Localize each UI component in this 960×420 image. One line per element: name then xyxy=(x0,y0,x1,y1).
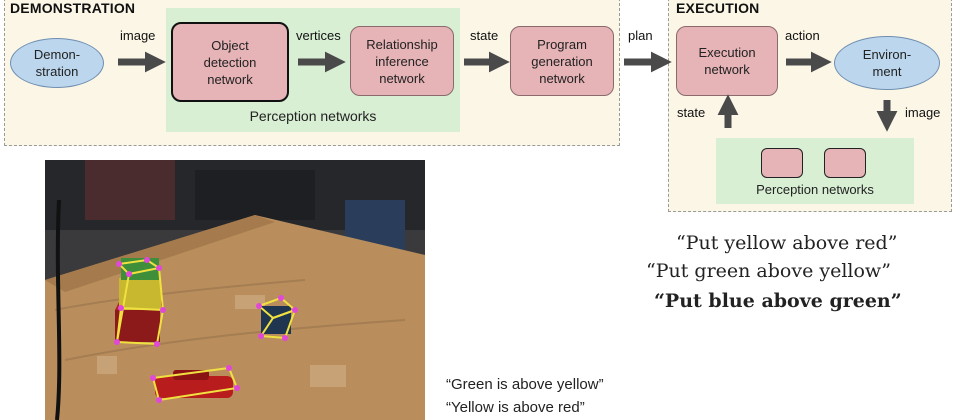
execution-title: EXECUTION xyxy=(676,0,760,16)
relation-caption-1: “Green is above yellow” xyxy=(446,376,604,393)
tabletop-photo xyxy=(45,160,425,420)
demonstration-node: Demon- stration xyxy=(10,38,104,88)
edge-label-image: image xyxy=(120,28,156,43)
object-detection-network: Object detection network xyxy=(171,22,289,102)
perception-network-box-2 xyxy=(824,148,866,178)
relation-caption-2: “Yellow is above red” xyxy=(446,399,585,416)
demo-perception-label: Perception networks xyxy=(249,108,377,124)
program-quote-3: “Put blue above green” xyxy=(654,290,902,312)
edge-label-action: action xyxy=(785,28,820,43)
execution-network: Execution network xyxy=(676,26,778,96)
program-generation-network: Program generation network xyxy=(510,26,614,96)
exec-edge-label-state: state xyxy=(677,105,706,120)
edge-label-vertices: vertices xyxy=(296,28,341,43)
tabletop-photo-drawing xyxy=(45,160,425,420)
program-quote-2: “Put green above yellow” xyxy=(646,260,891,282)
demonstration-title: DEMONSTRATION xyxy=(10,0,136,16)
relationship-inference-network: Relationship inference network xyxy=(350,26,454,96)
edge-label-state: state xyxy=(470,28,499,43)
perception-network-box-1 xyxy=(761,148,803,178)
exec-perception-label: Perception networks xyxy=(756,182,874,197)
exec-perception-region xyxy=(716,138,914,204)
edge-label-plan: plan xyxy=(628,28,653,43)
exec-edge-label-image: image xyxy=(905,105,941,120)
program-quote-1: “Put yellow above red” xyxy=(676,232,898,254)
environment-node: Environ- ment xyxy=(834,36,940,90)
